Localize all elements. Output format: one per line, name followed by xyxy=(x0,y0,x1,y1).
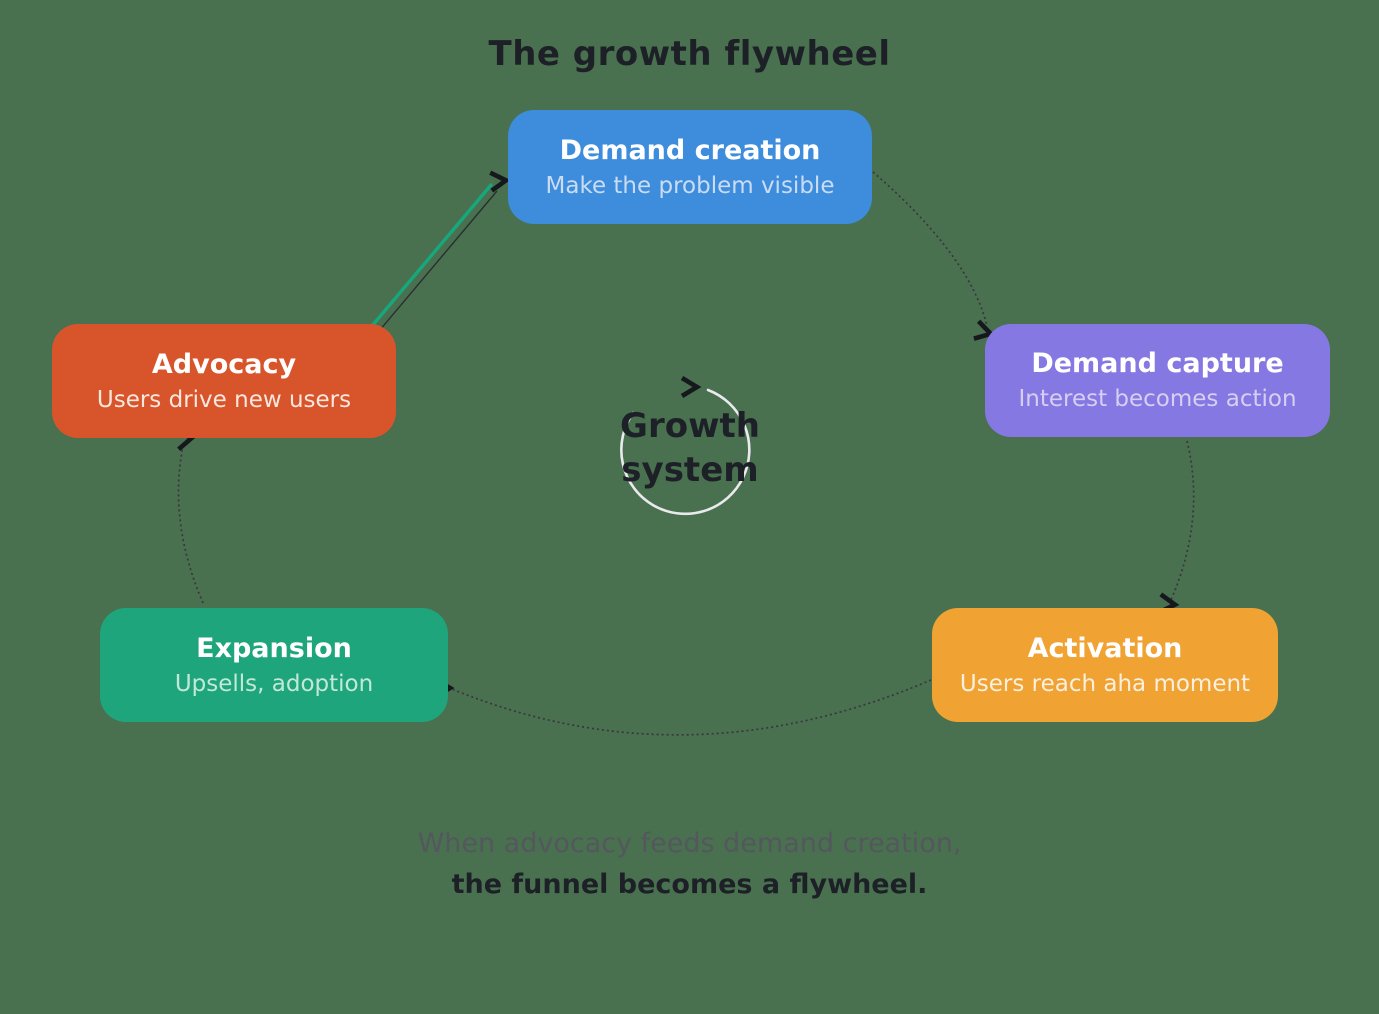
connector-demand-capture-to-activation xyxy=(1170,440,1195,601)
caption-line2: the funnel becomes a flywheel. xyxy=(451,869,928,900)
center-label: Growth system xyxy=(560,404,820,492)
arrowhead-icon xyxy=(680,376,702,398)
node-expansion: Expansion Upsells, adoption xyxy=(100,608,448,722)
caption-line1: When advocacy feeds demand creation, xyxy=(417,828,962,859)
node-advocacy: Advocacy Users drive new users xyxy=(52,324,396,438)
page-title: The growth flywheel xyxy=(488,34,891,74)
node-title: Advocacy xyxy=(151,348,297,380)
connector-demand-creation-to-capture xyxy=(872,171,988,327)
node-subtitle: Users reach aha moment xyxy=(959,670,1251,697)
node-demand-capture: Demand capture Interest becomes action xyxy=(985,324,1330,437)
node-subtitle: Upsells, adoption xyxy=(174,670,374,697)
node-title: Demand creation xyxy=(559,134,821,166)
node-subtitle: Users drive new users xyxy=(96,386,352,413)
node-subtitle: Interest becomes action xyxy=(1018,386,1297,412)
center-label-line1: Growth xyxy=(620,406,760,446)
node-subtitle: Make the problem visible xyxy=(545,172,835,199)
center-label-line2: system xyxy=(621,450,759,490)
growth-loop-ring xyxy=(620,388,751,516)
connector-activation-to-expansion xyxy=(451,679,932,736)
node-title: Activation xyxy=(1027,632,1183,664)
node-activation: Activation Users reach aha moment xyxy=(932,608,1278,722)
node-title: Demand capture xyxy=(1031,348,1284,379)
node-title: Expansion xyxy=(196,632,352,664)
connector-advocacy-to-demand-creation-shadow xyxy=(373,190,498,338)
connector-advocacy-to-demand-creation xyxy=(364,183,493,335)
node-demand-creation: Demand creation Make the problem visible xyxy=(508,110,872,224)
arrowhead-icon xyxy=(489,170,511,193)
connector-expansion-to-advocacy xyxy=(177,445,204,604)
